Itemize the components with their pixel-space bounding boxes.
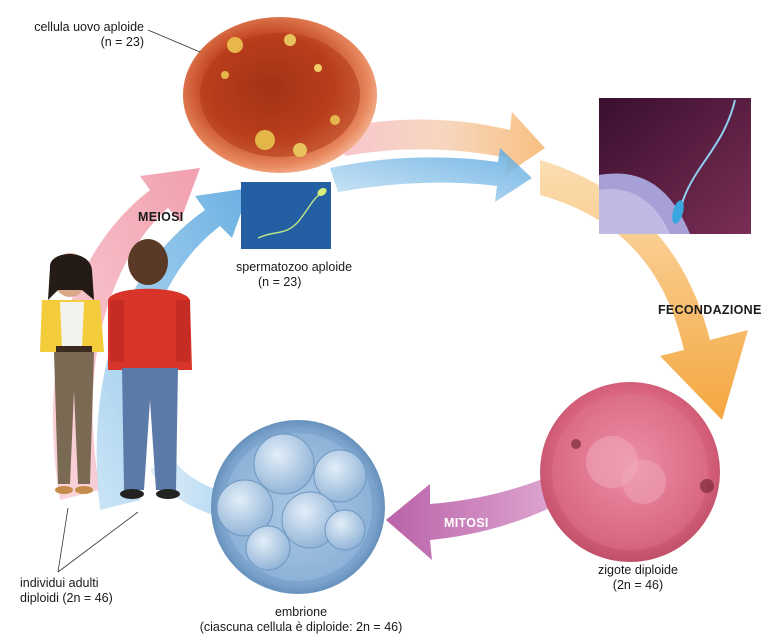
adults-line1: individui adulti bbox=[20, 576, 99, 590]
adult-man-figure bbox=[108, 239, 192, 499]
egg-cell-count: (n = 23) bbox=[100, 35, 144, 49]
adults-label: individui adulti diploidi (2n = 46) bbox=[20, 576, 113, 606]
sperm-photo bbox=[241, 182, 331, 249]
adults-pointer-line-1 bbox=[57, 507, 69, 573]
embryo-image bbox=[211, 420, 385, 594]
adults-pointer-line-2 bbox=[57, 511, 139, 573]
sperm-label: spermatozoo aploide (n = 23) bbox=[236, 260, 352, 290]
zygote-name: zigote diploide bbox=[598, 563, 678, 577]
adults-line2: diploidi (2n = 46) bbox=[20, 591, 113, 605]
zygote-label: zigote diploide (2n = 46) bbox=[580, 563, 696, 593]
fertilization-arrow bbox=[540, 160, 748, 420]
zygote-count: (2n = 46) bbox=[612, 578, 664, 592]
egg-pointer-line bbox=[147, 29, 201, 53]
zygote-image bbox=[540, 382, 720, 562]
sperm-to-fertilization-arrow bbox=[330, 148, 532, 202]
embryo-note: (ciascuna cellula è diploide: 2n = 46) bbox=[199, 620, 403, 634]
sperm-name: spermatozoo aploide bbox=[236, 260, 353, 274]
fertilization-stage-label: FECONDAZIONE bbox=[658, 303, 762, 317]
meiosis-stage-label: MEIOSI bbox=[138, 210, 184, 224]
egg-cell-label: cellula uovo aploide (n = 23) bbox=[14, 20, 144, 50]
egg-to-fertilization-arrow bbox=[340, 112, 545, 175]
adult-woman-figure bbox=[40, 253, 104, 494]
fertilization-photo bbox=[599, 98, 751, 234]
egg-cell-name: cellula uovo aploide bbox=[34, 20, 144, 34]
embryo-name: embrione bbox=[274, 605, 328, 619]
mitosis-stage-label: MITOSI bbox=[444, 516, 489, 530]
sperm-count: (n = 23) bbox=[258, 275, 302, 289]
embryo-label: embrione (ciascuna cellula è diploide: 2… bbox=[168, 605, 434, 635]
egg-cell-image bbox=[183, 17, 377, 173]
